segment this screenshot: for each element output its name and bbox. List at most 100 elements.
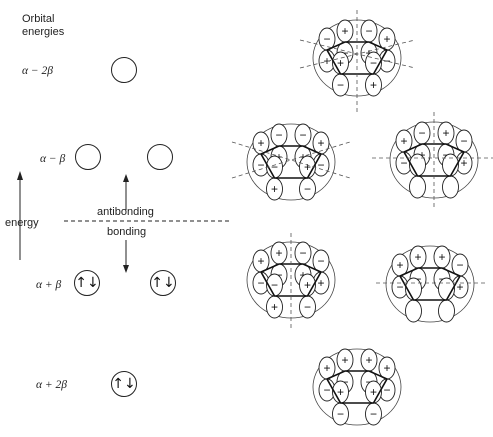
orbital-2: +−−+−++−+−−+ <box>231 123 351 201</box>
lobe-sign-upper: − <box>299 128 306 142</box>
lobe-lower <box>409 175 426 199</box>
lobe-sign-lower: + <box>317 276 324 290</box>
lobe-sign-upper: + <box>383 361 390 375</box>
lobe-sign-lower: − <box>304 182 311 196</box>
lobe-sign-lower: − <box>317 158 324 172</box>
lobe-sign-upper: + <box>396 258 403 272</box>
lobe-sign-upper: + <box>304 160 311 174</box>
lobe-sign-upper: − <box>323 32 330 46</box>
lobe-sign-upper: − <box>456 258 463 272</box>
lobe-sign-upper: + <box>275 246 282 260</box>
lobe-sign-upper: + <box>317 136 324 150</box>
lobe-sign-lower: − <box>337 78 344 92</box>
nodal-plane <box>299 39 416 69</box>
lobe-sign-lower: − <box>442 148 449 162</box>
benzene-ring <box>259 145 323 179</box>
orbital-circle-a-plus-b-1 <box>74 270 100 296</box>
benzene-ring <box>325 370 389 404</box>
orbital-circle-a-minus-b-2 <box>147 144 173 170</box>
orbital-circle-a-minus-2b <box>111 57 137 83</box>
bonding-label: bonding <box>107 226 146 238</box>
lobe-sign-upper: − <box>460 134 467 148</box>
orbital-envelope <box>385 245 475 323</box>
benzene-ring <box>259 263 323 297</box>
lobe-sign-upper: + <box>341 353 348 367</box>
orbital-4: +−+−−+−++−−+ <box>246 233 336 330</box>
lobe-sign-lower: − <box>304 300 311 314</box>
benzene-ring <box>398 267 462 301</box>
lobe-sign-upper: − <box>317 254 324 268</box>
title-line1: Orbital <box>22 13 54 25</box>
lobe-sign-upper: + <box>257 254 264 268</box>
lobe-sign-lower: − <box>414 272 421 286</box>
lobe-sign-upper: + <box>337 56 344 70</box>
lobe-sign-upper: + <box>414 250 421 264</box>
energy-arrow-head <box>17 171 23 180</box>
lobe-sign-lower: − <box>257 276 264 290</box>
antibonding-arrow-head <box>123 174 129 182</box>
energy-label: energy <box>5 217 39 229</box>
lobe-sign-upper: + <box>323 361 330 375</box>
lobe-lower <box>405 299 422 323</box>
lobe-sign-upper: − <box>365 24 372 38</box>
lobe-sign-upper: + <box>400 134 407 148</box>
lobe-sign-upper: + <box>383 32 390 46</box>
lobe-sign-lower: + <box>456 280 463 294</box>
orbital-drawings: −++−−++−−++−+−−+−++−+−−++−−++−−++−+−−+−+… <box>231 10 493 426</box>
lobe-sign-lower: − <box>275 268 282 282</box>
lobe-sign-lower: − <box>365 375 372 389</box>
orbital-1: −++−−++−−++− <box>299 10 416 112</box>
lobe-sign-lower: + <box>460 156 467 170</box>
lobe-sign-upper: + <box>337 385 344 399</box>
lobe-sign-upper: + <box>257 136 264 150</box>
lobe-sign-lower: − <box>383 383 390 397</box>
orbital-6: +−+−+−+−+−+− <box>312 348 402 426</box>
lobe-sign-upper: + <box>365 353 372 367</box>
nodal-plane <box>231 141 351 179</box>
lobe-sign-lower: + <box>271 182 278 196</box>
lobe-sign-upper: + <box>304 278 311 292</box>
electron-pair-1: ↑↓ <box>75 275 98 291</box>
bonding-arrow-head <box>123 265 129 273</box>
lobe-sign-upper: − <box>271 278 278 292</box>
lobe-sign-lower: − <box>341 375 348 389</box>
lobe-sign-lower: − <box>400 156 407 170</box>
lobe-sign-lower: + <box>275 150 282 164</box>
title-line2: energies <box>22 26 65 38</box>
orbital-envelope <box>312 348 402 426</box>
orbital-circle-a-plus-b-2 <box>150 270 176 296</box>
lobe-sign-upper: − <box>418 126 425 140</box>
lobe-sign-lower: − <box>396 280 403 294</box>
lobe-sign-lower: − <box>257 158 264 172</box>
lobe-sign-lower: − <box>438 272 445 286</box>
lobe-sign-lower: + <box>271 300 278 314</box>
orbital-envelope <box>246 123 336 201</box>
orbital-5: +−+−+−−+ <box>376 245 486 323</box>
lobe-sign-upper: + <box>370 385 377 399</box>
level-label-a-plus-b: α + β <box>36 279 62 291</box>
lobe-sign-lower: + <box>299 268 306 282</box>
lobe-sign-upper: + <box>341 24 348 38</box>
level-label-a-minus-b: α − β <box>40 153 66 165</box>
lobe-sign-upper: − <box>370 56 377 70</box>
nodal-plane <box>231 141 351 179</box>
lobe-sign-lower: + <box>323 54 330 68</box>
level-label-a-minus-2b: α − 2β <box>22 65 53 77</box>
electron-pair-3: ↑↓ <box>112 376 135 392</box>
antibonding-label: antibonding <box>97 206 154 218</box>
lobe-sign-lower: + <box>365 46 372 60</box>
orbital-circle-a-minus-b-1 <box>75 144 101 170</box>
lobe-sign-lower: − <box>323 383 330 397</box>
lobe-lower <box>438 299 455 323</box>
lobe-sign-lower: + <box>418 148 425 162</box>
lobe-sign-lower: + <box>370 78 377 92</box>
lobe-sign-upper: − <box>299 246 306 260</box>
lobe-sign-upper: + <box>438 250 445 264</box>
level-label-a-plus-2b: α + 2β <box>36 379 67 391</box>
lobe-sign-lower: + <box>299 150 306 164</box>
orbital-circle-a-plus-2b <box>111 371 137 397</box>
benzene-ring <box>325 41 389 75</box>
lobe-lower <box>442 175 459 199</box>
lobe-sign-lower: − <box>383 54 390 68</box>
lobe-sign-lower: − <box>370 407 377 421</box>
